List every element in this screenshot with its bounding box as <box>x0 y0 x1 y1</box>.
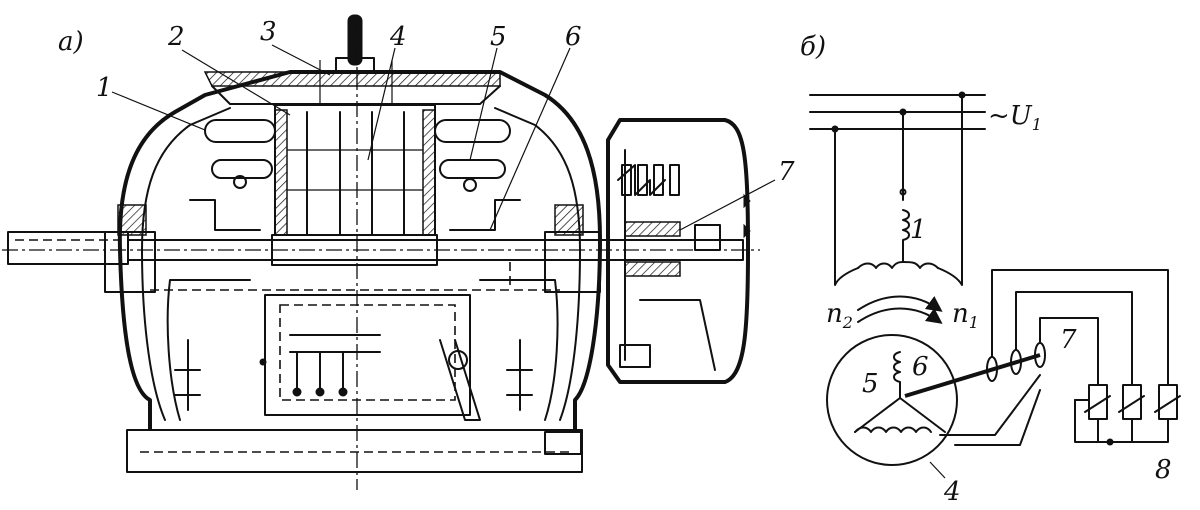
callout-3: 3 <box>260 17 277 47</box>
rheostat-leads <box>939 269 1169 446</box>
shaft <box>2 231 760 291</box>
slip-rings: 7 <box>986 325 1077 382</box>
panel-a-callouts: 1 2 3 4 5 6 7 <box>96 17 795 231</box>
terminal-box <box>259 294 481 421</box>
rotor: 5 6 4 <box>826 334 1041 507</box>
slip-rings-label: 7 <box>1060 325 1077 355</box>
callout-7: 7 <box>778 157 795 187</box>
shaft-label: 6 <box>912 352 929 382</box>
stator-winding: 1 <box>834 94 963 286</box>
callout-1: 1 <box>96 73 113 103</box>
rotor-winding-label: 5 <box>862 369 879 399</box>
panel-a-sectional-view: а) <box>2 14 795 490</box>
rotor-speed-label: n2 <box>826 299 853 332</box>
panel-b-letter: б) <box>800 32 826 62</box>
panel-a-letter: а) <box>58 27 84 57</box>
stator-core <box>274 104 436 236</box>
supply-lines: ~U1 <box>809 91 1042 134</box>
rotation-arrows: n2 n1 <box>826 295 979 332</box>
rheostat-label: 8 <box>1155 455 1172 485</box>
callout-2: 2 <box>167 22 185 52</box>
callout-6: 6 <box>565 22 582 52</box>
supply-voltage-label: ~U1 <box>988 101 1042 134</box>
callout-4: 4 <box>389 22 407 52</box>
bearings <box>104 204 601 293</box>
rotor-label: 4 <box>943 477 961 507</box>
stator-winding-label: 1 <box>910 215 927 245</box>
motor-base <box>126 429 583 473</box>
bolts <box>174 20 533 490</box>
stator-housing <box>117 70 602 430</box>
panel-b-schematic: б) ~U1 1 n2 n1 <box>800 32 1181 507</box>
callout-5: 5 <box>490 22 507 52</box>
slip-ring-housing <box>606 118 751 384</box>
field-speed-label: n1 <box>952 299 979 332</box>
starting-rheostat: 8 <box>1074 384 1181 485</box>
end-windings <box>189 119 521 231</box>
